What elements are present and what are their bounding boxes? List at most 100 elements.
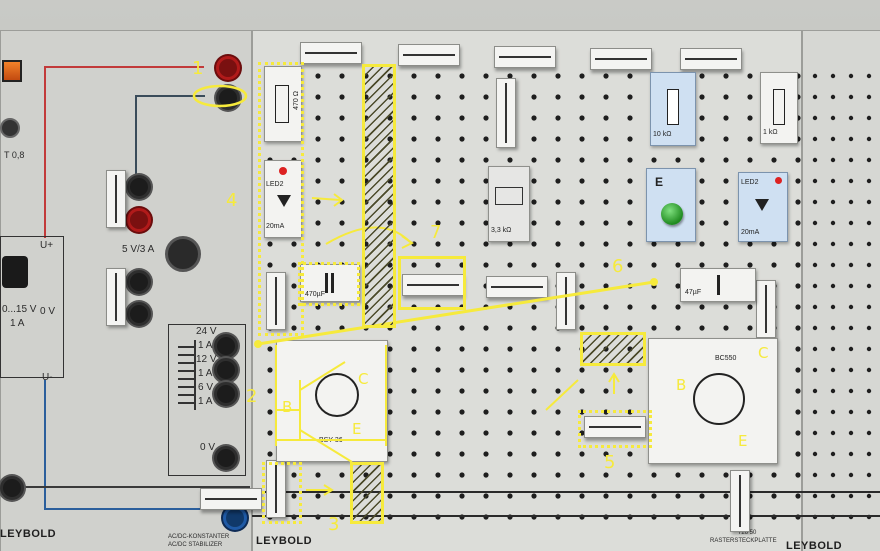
resistor-right-top1[interactable]: 10 kΩ (650, 72, 696, 146)
bridge-h-low[interactable] (584, 416, 646, 438)
peg-hole (747, 304, 753, 310)
peg-hole (435, 73, 441, 79)
peg-hole (812, 388, 818, 394)
bridge-h-bottom[interactable] (200, 488, 262, 510)
peg-hole (483, 220, 489, 226)
fuse-holder[interactable] (0, 118, 20, 138)
peg-hole (866, 241, 872, 247)
peg-hole (627, 241, 633, 247)
peg-hole (267, 430, 273, 436)
transistor-right[interactable]: BC550 (648, 338, 778, 464)
bridge-top-3[interactable] (494, 46, 556, 68)
peg-hole (812, 304, 818, 310)
green-button[interactable] (661, 203, 683, 225)
peg-hole (866, 472, 872, 478)
peg-hole (771, 157, 777, 163)
transistor-left[interactable]: BSY 36 (276, 340, 388, 462)
jack-tap-12[interactable] (214, 358, 238, 382)
peg-hole (848, 451, 854, 457)
anno-1: 1 (192, 58, 204, 79)
peg-hole (531, 220, 537, 226)
peg-hole (675, 304, 681, 310)
bridge-top-5[interactable] (680, 48, 742, 70)
bridge-vertical-6[interactable] (730, 470, 750, 532)
tap-12-label: 12 V (196, 354, 217, 365)
peg-hole (387, 409, 393, 415)
red-jack-mid[interactable] (127, 208, 151, 232)
blue-wire-v (44, 380, 46, 510)
peg-hole (555, 367, 561, 373)
peg-hole (848, 94, 854, 100)
bridge-vertical-3[interactable] (556, 272, 576, 330)
red-wire (44, 66, 204, 68)
peg-hole (866, 94, 872, 100)
peg-hole (848, 262, 854, 268)
peg-hole (459, 115, 465, 121)
jack-left-1[interactable] (127, 175, 151, 199)
peg-hole (531, 115, 537, 121)
peg-hole (699, 325, 705, 331)
peg-hole (531, 409, 537, 415)
peg-hole (411, 199, 417, 205)
out-zero-label: 0 V (40, 306, 56, 317)
peg-hole (812, 220, 818, 226)
bridge-h-center2[interactable] (486, 276, 548, 298)
bridge-vertical-4[interactable] (266, 460, 286, 518)
peg-hole (603, 136, 609, 142)
bridge-vertical-1[interactable] (496, 78, 516, 148)
peg-hole (315, 115, 321, 121)
led-right-module[interactable]: LED2 20mA (738, 172, 788, 242)
jack-tap-6[interactable] (214, 382, 238, 406)
bridge-top-1[interactable] (300, 42, 362, 64)
voltage-knob[interactable] (2, 256, 28, 288)
peg-hole (459, 367, 465, 373)
peg-hole (848, 283, 854, 289)
bridge-top-2[interactable] (398, 44, 460, 66)
resistor-470[interactable]: 470 Ω (264, 66, 302, 142)
peg-hole (603, 262, 609, 268)
bridge-left-mid[interactable] (106, 268, 126, 326)
peg-hole (339, 199, 345, 205)
resistor-right-top2[interactable]: 1 kΩ (760, 72, 798, 144)
jack-tap-24[interactable] (214, 334, 238, 358)
peg-hole (830, 136, 836, 142)
peg-hole (723, 136, 729, 142)
tap-6-label: 6 V (198, 382, 214, 393)
peg-hole (651, 493, 657, 499)
peg-hole (555, 262, 561, 268)
peg-hole (699, 115, 705, 121)
peg-hole (627, 472, 633, 478)
peg-hole (651, 283, 657, 289)
peg-hole (507, 325, 513, 331)
peg-hole (795, 367, 801, 373)
jack-left-3[interactable] (127, 302, 151, 326)
peg-hole (507, 409, 513, 415)
stabilizer-line2: AC/DC STABILIZER (168, 542, 223, 548)
switch-module[interactable]: E (646, 168, 696, 242)
round-socket[interactable] (165, 236, 201, 272)
black-wire-v (135, 95, 137, 175)
peg-hole (866, 136, 872, 142)
peg-hole (795, 325, 801, 331)
peg-hole (531, 136, 537, 142)
peg-hole (723, 94, 729, 100)
peg-hole (699, 73, 705, 79)
peg-hole (699, 136, 705, 142)
bridge-top-4[interactable] (590, 48, 652, 70)
peg-hole (830, 409, 836, 415)
jack-left-2[interactable] (127, 270, 151, 294)
bridge-left-top[interactable] (106, 170, 126, 228)
capacitor-47uF[interactable]: 47µF (680, 268, 756, 302)
jack-tap-0[interactable] (214, 446, 238, 470)
peg-hole (848, 136, 854, 142)
resistor-right-top1-label: 10 kΩ (653, 131, 672, 138)
red-jack-top[interactable] (216, 56, 240, 80)
peg-hole (507, 241, 513, 247)
peg-hole (812, 157, 818, 163)
peg-hole (866, 346, 872, 352)
diode-symbol-icon (277, 195, 291, 207)
bridge-vertical-5[interactable] (756, 280, 776, 338)
jack-bottom-left[interactable] (0, 476, 24, 500)
resistor-center[interactable]: 3,3 kΩ (488, 166, 530, 242)
